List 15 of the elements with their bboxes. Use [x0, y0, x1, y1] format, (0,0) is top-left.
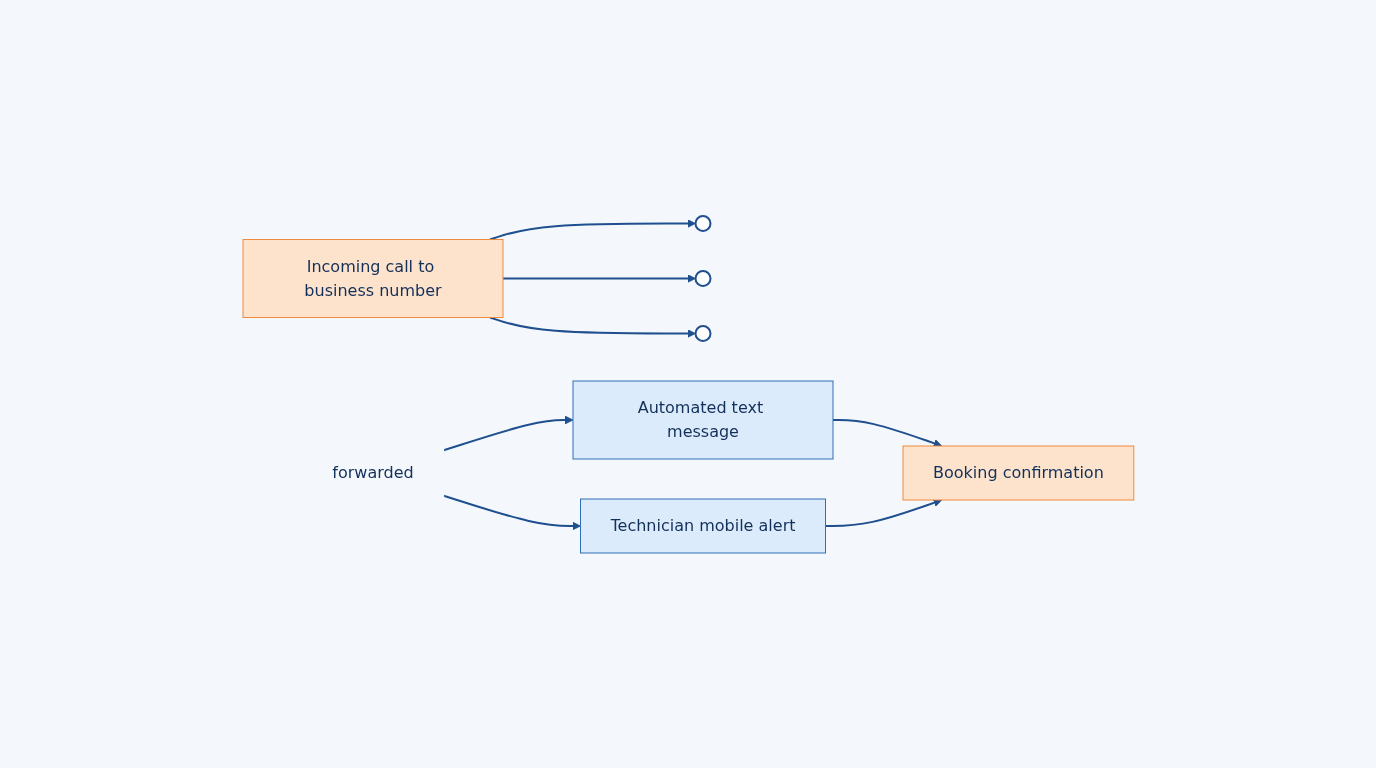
arrow [442, 415, 573, 451]
node-box: Technician mobile alert [579, 498, 826, 553]
node-box: Automated text message [572, 380, 834, 459]
node-circle [694, 269, 712, 287]
arrow [488, 316, 696, 338]
node-circle [694, 324, 712, 342]
node-text: forwarded [331, 462, 414, 482]
node-box: Booking confirmation [902, 445, 1134, 500]
arrow [501, 273, 696, 283]
arrow [824, 498, 942, 527]
arrow [488, 218, 696, 240]
node-box: Incoming call to business number [242, 238, 504, 318]
arrow [442, 494, 581, 530]
arrow [831, 418, 942, 447]
node-circle [694, 214, 712, 232]
